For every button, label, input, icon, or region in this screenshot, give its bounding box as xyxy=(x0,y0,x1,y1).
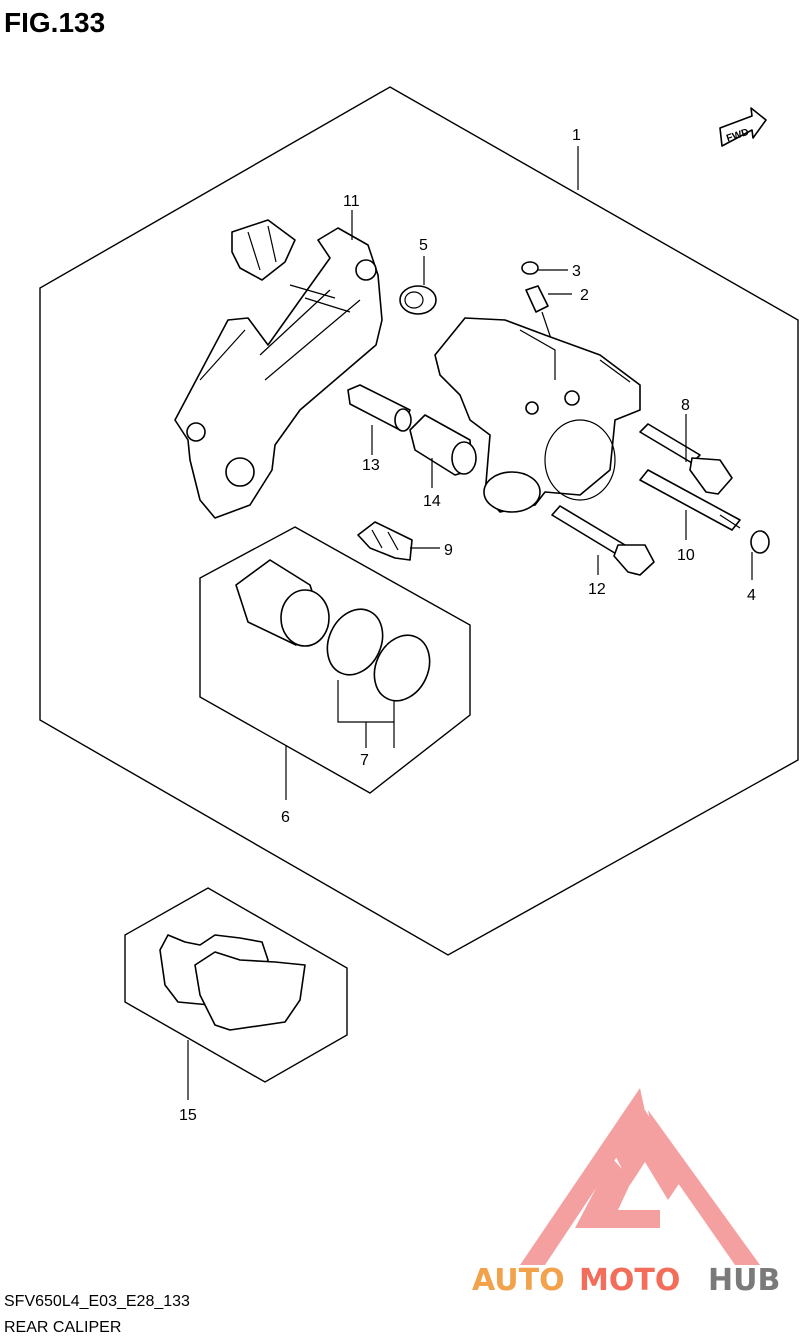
callout-9: 9 xyxy=(444,542,453,559)
piston-part xyxy=(235,559,330,647)
watermark-logo xyxy=(520,1088,760,1265)
seal-rings-part xyxy=(326,608,431,702)
watermark-moto: MOTO xyxy=(579,1263,680,1298)
watermark-hub: HUB xyxy=(708,1263,780,1298)
callout-1: 1 xyxy=(572,127,581,144)
brake-pads-part xyxy=(159,934,306,1031)
mounting-bolt-part xyxy=(551,505,655,576)
callout-10: 10 xyxy=(677,547,695,564)
pin-bolt-part xyxy=(639,423,733,495)
seal-kit-frame xyxy=(199,526,471,794)
callout-7: 7 xyxy=(360,752,369,769)
callout-6: 6 xyxy=(281,809,290,826)
leader-lines xyxy=(187,146,753,1100)
callout-11: 11 xyxy=(343,193,360,210)
sleeve-boot-part xyxy=(409,414,477,476)
long-pin-part xyxy=(639,469,741,531)
caliper-body-part xyxy=(434,317,641,513)
callout-5: 5 xyxy=(419,237,428,254)
figure-code: SFV650L4_E03_E28_133 xyxy=(4,1293,190,1310)
callout-15: 15 xyxy=(179,1107,197,1124)
forward-arrow-icon: FWD xyxy=(719,107,767,147)
figure-name: REAR CALIPER xyxy=(4,1319,121,1336)
bleeder-cap-part xyxy=(521,261,539,275)
callout-4: 4 xyxy=(747,587,756,604)
sleeve-part xyxy=(347,384,412,432)
watermark-auto: AUTO xyxy=(472,1263,565,1298)
caliper-bracket-part xyxy=(174,219,383,519)
callout-3: 3 xyxy=(572,263,581,280)
pad-spring-part xyxy=(357,521,413,561)
callout-13: 13 xyxy=(362,457,380,474)
callout-14: 14 xyxy=(423,493,441,510)
callout-2: 2 xyxy=(580,287,589,304)
pad-set-frame xyxy=(124,887,348,1083)
boot-part xyxy=(399,285,437,315)
nut-part xyxy=(750,530,770,554)
figure-title: FIG.133 xyxy=(4,7,105,38)
callout-12: 12 xyxy=(588,581,606,598)
callout-8: 8 xyxy=(681,397,690,414)
caliper-assembly-frame xyxy=(39,86,799,956)
